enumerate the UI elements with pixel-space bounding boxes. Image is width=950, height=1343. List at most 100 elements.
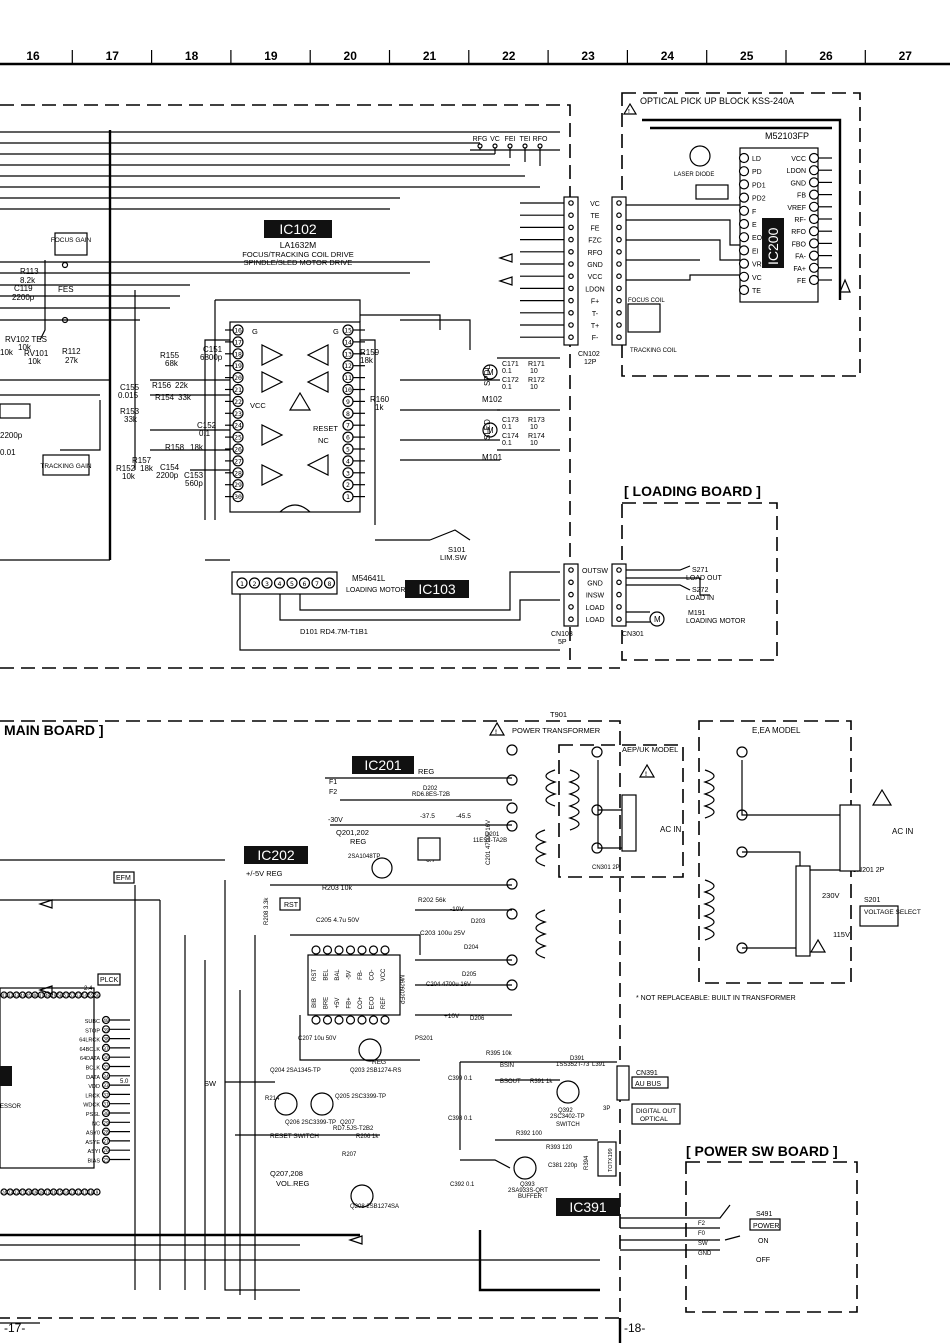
grid-col-22: 22: [502, 49, 516, 63]
cn102-signal-fzc: FZC: [588, 238, 602, 245]
sw-label: SW: [204, 1079, 217, 1088]
cn102-pins: 12P: [584, 359, 597, 366]
transformer-pin: [506, 802, 518, 814]
main-ic-top-pin-42: 42: [8, 993, 13, 998]
ic102-pin-13: 13: [344, 350, 352, 358]
fes-label: FES: [58, 285, 74, 294]
c119-value: 2200p: [12, 293, 35, 302]
ic102-block: IC102 LA1632M FOCUS/TRACKING COIL DRIVE …: [150, 220, 500, 525]
ic202-pin-bot-1: BRE: [324, 997, 330, 1009]
gnd-label-sw: GND: [698, 1251, 712, 1257]
q207-part: RD7.5JS-T2B2: [333, 1126, 374, 1132]
r158-label: R158: [165, 443, 185, 452]
svg-text:M: M: [654, 615, 661, 624]
ic202-pin-top-3: -5V: [347, 970, 353, 979]
c392-label: C392 0.1: [450, 1182, 475, 1188]
optical-right-pin-fbo: FBO: [792, 241, 807, 248]
svg-text:!: !: [495, 730, 497, 736]
grid-col-20: 20: [344, 49, 358, 63]
transformer-pin: [506, 908, 518, 920]
ic102-desc1: FOCUS/TRACKING COIL DRIVE: [242, 250, 353, 259]
main-ic-pin-num-39: 39: [103, 1027, 109, 1033]
tracking-coil-label: TRACKING COIL: [630, 348, 677, 354]
main-ic-bot-pin-23: 23: [8, 1190, 13, 1195]
transformer-pin: [506, 820, 518, 832]
footer-right-page: -18-: [624, 1321, 645, 1335]
main-ic-pin-num-36: 36: [103, 1055, 109, 1061]
optical-left-pin-eo: EO: [752, 235, 763, 242]
power-label: POWER: [753, 1223, 779, 1230]
r171-label: R171: [528, 361, 545, 368]
d201-part: 11ES2-TA2B: [473, 838, 507, 844]
d204-label: D204: [464, 945, 479, 951]
r154-label: R154: [155, 393, 175, 402]
s101-label: S101: [448, 545, 466, 554]
ic102-pin-22: 22: [234, 398, 242, 406]
l391-label: L391: [592, 1062, 606, 1068]
optical-right-pin-vref: VREF: [787, 205, 806, 212]
ic202-reg: +/-5V REG: [246, 869, 283, 878]
ic391-part: TOTX199: [608, 1148, 614, 1172]
main-ic-pin-wdck: WDCK: [83, 1103, 100, 1109]
optical-right-pin-fb: FB: [797, 193, 806, 200]
rfg-label-rfo: RFO: [533, 136, 548, 143]
ic103-pin-2: 2: [253, 580, 257, 588]
q393-label: Q393: [520, 1182, 535, 1188]
optical-left-pin-te: TE: [752, 288, 761, 295]
d391-label: D391: [570, 1056, 585, 1062]
ic103-pin-8: 8: [328, 580, 332, 588]
optical-right-pin-rfo: RFO: [791, 229, 806, 236]
r114-value: 10k: [0, 348, 14, 357]
ps201-label: PS201: [415, 1036, 434, 1042]
ic202-label: IC202: [257, 847, 295, 863]
transformer-note: * NOT REPLACEABLE: BUILT IN TRANSFORMER: [636, 995, 796, 1002]
cn103-signal-load: LOAD: [585, 617, 604, 624]
ic102-label: IC102: [279, 221, 317, 237]
cn391-name: CN391: [636, 1070, 658, 1077]
main-ic-top-pin-55: 55: [88, 993, 93, 998]
f0-label-sw: F0: [698, 1231, 706, 1237]
ic102-pin-16: 16: [234, 327, 242, 335]
main-ic-bot-pin-20: 20: [26, 1190, 31, 1195]
optical-right-pin-fa-: FA-: [795, 254, 807, 261]
main-ic-pin-asy0: ASY0: [86, 1131, 100, 1137]
v-minus45: -45.5: [456, 813, 471, 820]
q207-label: Q207: [340, 1120, 355, 1126]
rfg-label-rfg: RFG: [473, 136, 488, 143]
main-ic-pin-asyi: ASYI: [87, 1149, 100, 1155]
ic102-pin-19: 19: [234, 362, 242, 370]
acin-label: AC IN: [660, 825, 682, 834]
v24-label: 2.4: [84, 986, 93, 992]
ic202-pin-top-1: BEL: [324, 969, 330, 981]
r153-label: R153: [120, 407, 140, 416]
c174-label: C174: [502, 433, 519, 440]
main-ic-top-pin-54: 54: [82, 993, 87, 998]
r159-label: R159: [360, 348, 380, 357]
main-ic-pin-bias: BIAS: [87, 1159, 100, 1165]
q203-label: Q203 2SB1274-RS: [350, 1068, 401, 1074]
grid-col-24: 24: [661, 49, 675, 63]
main-ic-bot-pin-17: 17: [45, 1190, 50, 1195]
ic202-pin-bot-2: +5V: [335, 998, 341, 1009]
ic102-pin-15: 15: [344, 327, 352, 335]
r206-label: R206 1k: [356, 1134, 379, 1140]
power-section: T901 ! POWER TRANSFORMER AEP/UK MODEL E,…: [488, 710, 921, 1002]
cn102-signal-ldon: LDON: [585, 286, 604, 293]
d202-label: D202: [423, 786, 438, 792]
c173-value: 0.1: [502, 424, 512, 431]
main-ic-pin-num-33: 33: [103, 1083, 109, 1089]
m101-label: M101: [482, 453, 503, 462]
ic201-block: IC201 REG F1 F2 D202 RD6.8ES-T2B -30V -3…: [270, 756, 512, 1022]
ic202-pin-bot-6: REF: [381, 997, 387, 1009]
main-ic-bot-pin-22: 22: [14, 1190, 19, 1195]
main-ic-top-pin-56: 56: [95, 993, 100, 998]
power-sw-block: S491 POWER ON OFF F2 F0 SW GND: [620, 1204, 781, 1264]
main-ic-top-pin-41: 41: [2, 993, 7, 998]
s201-label: S201: [864, 897, 880, 904]
r207-label: R207: [342, 1152, 357, 1158]
essor-label: ESSOR: [0, 1104, 22, 1110]
ic102-pin-27: 27: [234, 457, 242, 465]
optical-left-pin-pd: PD: [752, 169, 762, 176]
grid-col-26: 26: [819, 49, 833, 63]
